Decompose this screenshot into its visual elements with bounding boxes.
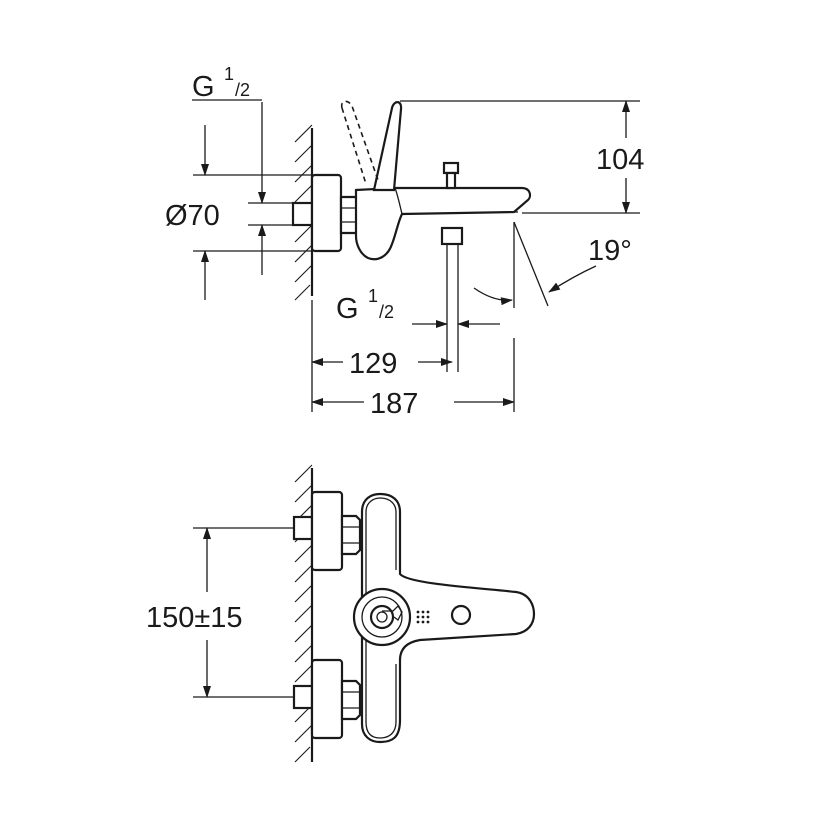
upper-inlet-fitting (292, 515, 314, 541)
dim-inlet-thread (192, 99, 293, 275)
side-view: G 1 /2 Ø70 104 19° G 1 /2 129 187 (165, 64, 644, 420)
label-inlet-thread-sup: 1 (224, 64, 234, 84)
upper-nut (340, 514, 362, 556)
label-angle: 19° (588, 235, 632, 267)
diverter-knob (442, 161, 460, 175)
mixer-body (354, 186, 532, 261)
lower-rosette (310, 658, 344, 740)
label-outlet-thread: G (336, 293, 359, 325)
diverter-button (450, 604, 472, 626)
label-depth-187: 187 (370, 388, 418, 420)
dim-height (400, 100, 640, 214)
wall-front (294, 464, 314, 763)
front-view: 150±15 (146, 464, 536, 763)
lower-nut (340, 679, 362, 721)
label-inlet-thread: G (192, 71, 215, 103)
upper-rosette (310, 490, 344, 572)
lever-handle (372, 101, 403, 192)
label-height: 104 (596, 144, 644, 176)
label-outlet-thread-sup: 1 (368, 286, 378, 306)
dim-depth-187 (311, 338, 515, 412)
label-diameter: Ø70 (165, 200, 220, 232)
lever-knob (369, 604, 395, 630)
rosette (310, 173, 343, 253)
brand-mark (416, 610, 430, 624)
dim-centers (193, 527, 294, 698)
lever-open-position (340, 100, 379, 185)
label-depth-129: 129 (349, 348, 397, 380)
lower-inlet-fitting (292, 684, 314, 710)
mixer-body-front (360, 492, 536, 744)
dim-depth-129 (311, 300, 453, 412)
dim-angle (473, 221, 597, 308)
label-inlet-thread-sub: /2 (235, 80, 250, 100)
label-centers: 150±15 (146, 602, 243, 634)
label-outlet-thread-sub: /2 (379, 302, 394, 322)
outlet-connector (440, 226, 464, 246)
inlet-fitting (291, 201, 314, 227)
dim-diameter (193, 125, 312, 300)
